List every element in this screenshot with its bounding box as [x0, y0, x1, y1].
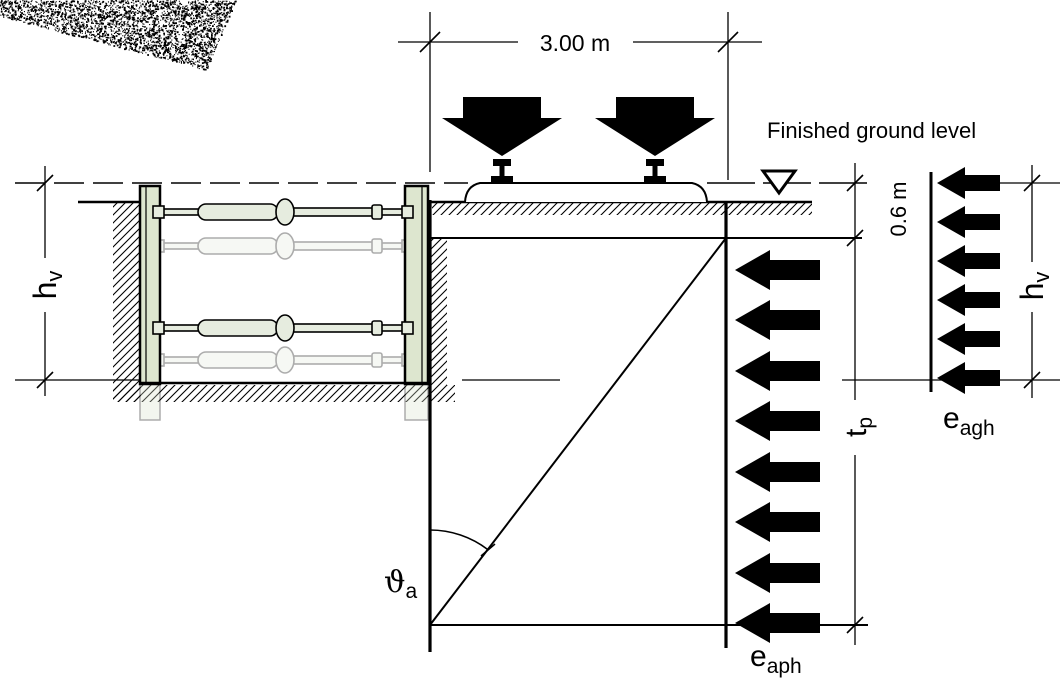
trench-sheeting: [138, 184, 430, 386]
tick-mark: [846, 229, 864, 247]
symbol: h: [1014, 283, 1050, 301]
pressure-arrow-icon: [937, 362, 1000, 394]
railway-track: [442, 97, 715, 203]
pressure-arrow-icon: [735, 452, 820, 492]
tick-mark: [846, 616, 864, 634]
symbol: h: [27, 282, 63, 300]
wheel-load-arrow-right: [595, 97, 715, 156]
width-dimension-label: 3.00 m: [540, 30, 610, 56]
pressure-arrow-icon: [937, 245, 1000, 277]
symbol: e: [943, 402, 960, 435]
tick-mark: [846, 174, 864, 192]
pressure-arrow-icon: [735, 250, 820, 290]
trench-strut-lower: [152, 314, 414, 342]
rail-profile-right: [644, 159, 666, 182]
ghost-post-left: [139, 383, 161, 421]
subscript: p: [854, 417, 877, 429]
pressure-arrow-icon: [735, 401, 820, 441]
ghost-strut-upper: [152, 232, 414, 260]
surface-load-pressure-label: eagh: [943, 402, 995, 440]
subscript: agh: [960, 417, 995, 440]
pressure-arrow-icon: [735, 351, 820, 391]
ground-level-label: Finished ground level: [767, 118, 976, 143]
tick-mark: [717, 31, 739, 53]
earth-pressure-arrows-rail-load: [735, 250, 820, 643]
trench-depth-label-right: hv: [1014, 272, 1054, 301]
stone-texture: [0, 0, 237, 71]
trench-wall-hatch-left: [113, 203, 140, 402]
width-dimension: 3.00 m: [398, 12, 762, 180]
trench-strut-upper: [152, 198, 414, 226]
ghost-strut-lower: [152, 346, 414, 374]
top-layer-dimension-label: 0.6 m: [886, 181, 911, 236]
pressure-arrow-icon: [937, 284, 1000, 316]
tick-mark: [36, 174, 54, 192]
rail-load-pressure-label: eaph: [750, 640, 802, 678]
rail-profile-left: [491, 159, 513, 182]
ground-hatch-right: [432, 203, 812, 215]
trench-depth-dimension-right: hv: [1014, 165, 1054, 398]
wheel-load-arrow-left: [442, 97, 562, 156]
tick-mark: [419, 31, 441, 53]
symbol: e: [750, 640, 767, 673]
ground-level-marker-icon: [760, 169, 798, 196]
pressure-arrow-icon: [735, 603, 820, 643]
trench-wall-hatch-right: [430, 238, 447, 385]
symbol: t: [840, 428, 873, 437]
subscript: v: [42, 271, 67, 282]
subscript: a: [405, 580, 417, 603]
pressure-arrow-icon: [937, 167, 1000, 199]
pressure-arrow-icon: [937, 323, 1000, 355]
tick-mark: [36, 371, 54, 389]
sleeper: [464, 182, 708, 203]
trench-floor-hatch: [113, 385, 455, 402]
embedment-dimension: 0.6 m tp: [840, 163, 911, 645]
angle-tick: [480, 543, 496, 557]
earth-pressure-arrows-surface-load: [937, 167, 1000, 394]
failure-angle-label: ϑa: [384, 565, 417, 603]
trench-depth-label-left: hv: [27, 271, 67, 300]
pressure-arrow-icon: [735, 300, 820, 340]
ghost-post-right: [404, 383, 429, 421]
tick-mark: [1023, 371, 1041, 389]
angle-arc: [429, 529, 489, 551]
pressure-arrow-icon: [735, 502, 820, 542]
embedment-depth-label: tp: [840, 417, 877, 437]
tick-mark: [1023, 174, 1041, 192]
subscript: aph: [767, 655, 802, 678]
pressure-arrow-icon: [937, 206, 1000, 238]
slip-plane-line: [429, 237, 727, 626]
subscript: v: [1029, 272, 1054, 283]
pressure-arrow-icon: [735, 553, 820, 593]
soil-hatching: [113, 203, 812, 402]
active-earth-wedge: ϑa: [384, 200, 868, 652]
trench-depth-dimension-left: hv: [27, 166, 67, 396]
symbol: ϑ: [384, 565, 405, 600]
